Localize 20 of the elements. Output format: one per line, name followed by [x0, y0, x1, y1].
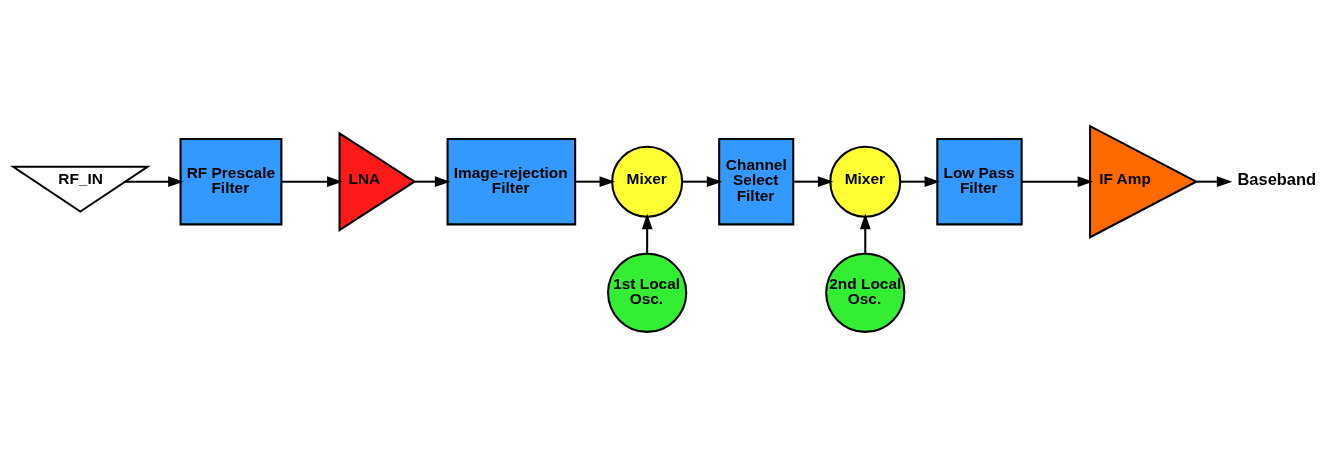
- arrow: [1196, 175, 1233, 187]
- node-circle: Mixer: [611, 145, 684, 218]
- node-circle: 1st Local Osc.: [607, 252, 688, 333]
- arrow: [859, 213, 871, 253]
- arrow: [125, 175, 184, 187]
- arrow: [281, 175, 343, 187]
- node-box: RF Prescale Filter: [179, 137, 283, 225]
- arrow: [575, 175, 616, 187]
- node-circle: 2nd Local Osc.: [825, 252, 906, 333]
- arrow: [1021, 175, 1094, 187]
- node-circle: Mixer: [829, 145, 902, 218]
- arrow: [793, 175, 834, 187]
- node-text: Baseband: [1237, 169, 1317, 188]
- node-box: Low Pass Filter: [936, 137, 1023, 225]
- arrow: [682, 175, 723, 187]
- node-box: Channel Select Filter: [718, 137, 795, 225]
- arrow: [641, 213, 653, 253]
- arrow: [900, 175, 940, 187]
- arrow: [414, 175, 451, 187]
- node-box: Image-rejection Filter: [446, 137, 577, 225]
